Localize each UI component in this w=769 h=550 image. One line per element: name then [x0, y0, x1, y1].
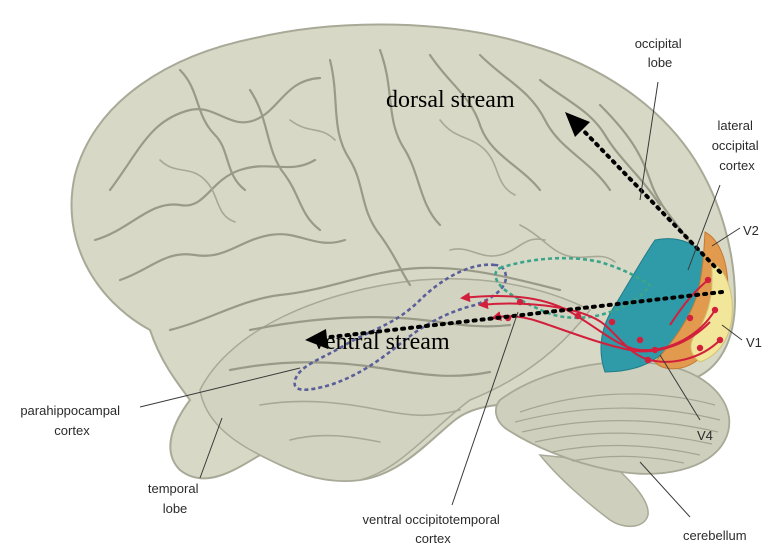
v2-label: V2 — [743, 223, 759, 238]
cerebellum-label: cerebellum — [683, 528, 747, 543]
lateral-occipital-cortex-label: lateral occipital cortex — [712, 118, 763, 173]
dorsal-stream-label: dorsal stream — [386, 87, 515, 113]
ventral-occipitotemporal-cortex-label: ventral occipitotemporal cortex — [363, 512, 504, 546]
v1-label: V1 — [746, 335, 762, 350]
v4-label: V4 — [697, 428, 713, 443]
temporal-lobe-label: temporal lobe — [148, 481, 202, 516]
ventral-stream-label: ventral stream — [313, 329, 450, 355]
parahippocampal-cortex-label: parahippocampal cortex — [20, 403, 123, 438]
occipital-lobe-label: occipital lobe — [635, 36, 686, 70]
